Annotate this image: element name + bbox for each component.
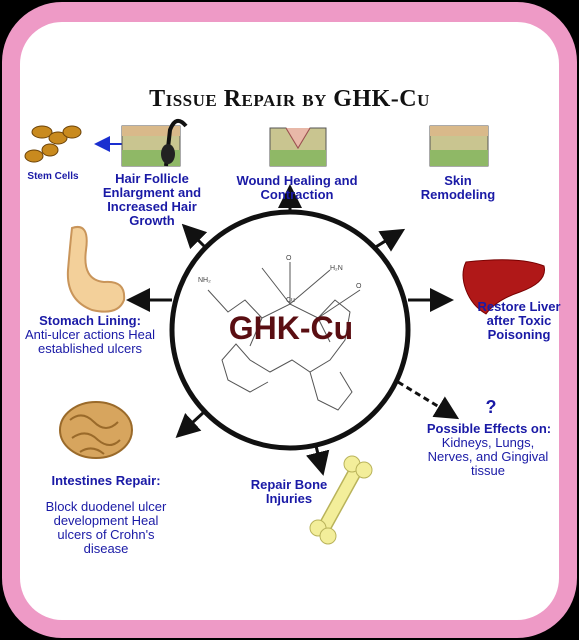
stem-cells-icon (24, 125, 82, 163)
hair-follicle-skin-icon (121, 118, 188, 167)
label-stem-cells: Stem Cells (27, 171, 79, 182)
label-intestines-desc: Block duodenel ulcer development Heal ul… (45, 499, 167, 556)
svg-text:O: O (356, 283, 362, 290)
molecule-structure: NH₂ O H₂N Cu O (198, 255, 362, 411)
label-skin-remodeling: Skin Remodeling (420, 173, 496, 202)
diagram-title: Tissue Repair by GHK-Cu (149, 86, 430, 112)
label-possible-desc: Kidneys, Lungs, Nerves, and Gingival tis… (427, 435, 549, 478)
wound-skin-icon (269, 127, 327, 167)
stomach-icon (66, 226, 126, 313)
label-possible-effects: Possible Effects on: (426, 421, 552, 436)
label-bone: Repair Bone Injuries (250, 477, 328, 506)
svg-text:NH₂: NH₂ (198, 277, 211, 284)
label-intestines: Intestines Repair: (51, 473, 161, 488)
liver-icon (462, 259, 545, 315)
svg-text:H₂N: H₂N (330, 265, 343, 272)
label-wound-healing: Wound Healing and Contraction (236, 173, 358, 202)
bone-icon (309, 455, 373, 545)
svg-text:Cu: Cu (286, 297, 295, 304)
center-label: GHK-Cu (228, 310, 354, 346)
label-stomach-desc: Anti-ulcer actions Heal established ulce… (24, 327, 156, 356)
label-hair-follicle: Hair Follicle Enlargment and Increased H… (102, 171, 202, 228)
label-stomach: Stomach Lining: (39, 313, 141, 328)
label-question-mark: ? (485, 397, 497, 417)
intestines-icon (59, 401, 133, 459)
svg-text:O: O (286, 255, 292, 262)
label-restore-liver: Restore Liver after Toxic Poisoning (477, 299, 561, 342)
skin-block-icon (429, 125, 489, 167)
